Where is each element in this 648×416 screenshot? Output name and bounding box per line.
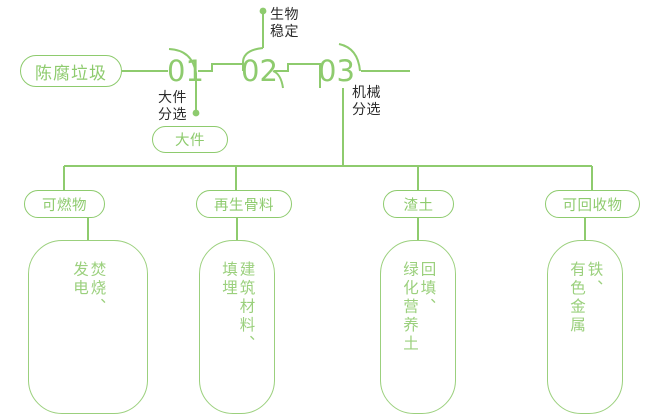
step-number-02[interactable]: 02	[241, 54, 278, 88]
outcome-box-slag-soil-col-1: 回填、	[418, 261, 437, 317]
step-annotation-02: 生物 稳定	[270, 7, 299, 41]
outcome-box-slag-soil[interactable]: 回填、 绿化营养土	[380, 240, 456, 414]
branch-pill-recycled-aggregate[interactable]: 再生骨料	[196, 190, 292, 218]
node-bulky-output-label: 大件	[175, 133, 205, 149]
branch-pill-recyclables[interactable]: 可回收物	[545, 190, 640, 218]
branch-pill-recycled-aggregate-label: 再生骨料	[214, 197, 274, 214]
outcome-box-combustibles-col-2: 发电	[71, 261, 89, 298]
line-step02-to-step03	[274, 63, 321, 72]
node-source[interactable]: 陈腐垃圾	[20, 55, 122, 87]
outcome-box-combustibles-col-1: 焚烧、	[88, 261, 107, 317]
step-annotation-03: 机械 分选	[352, 85, 381, 119]
step-number-01[interactable]: 01	[167, 54, 204, 88]
outcome-box-slag-soil-col-2: 绿化营养土	[401, 261, 419, 354]
branch-pill-combustibles[interactable]: 可燃物	[24, 190, 105, 218]
node-bulky-output[interactable]: 大件	[152, 126, 228, 153]
branch-pill-slag-soil-label: 渣土	[403, 197, 434, 214]
branch-pill-slag-soil[interactable]: 渣土	[383, 190, 454, 218]
outcome-box-recycled-aggregate[interactable]: 建筑材料、 填埋	[199, 240, 275, 414]
outcome-box-combustibles[interactable]: 焚烧、 发电	[28, 240, 148, 414]
outcome-box-recycled-aggregate-col-1: 建筑材料、	[237, 261, 256, 354]
branch-pill-combustibles-label: 可燃物	[42, 197, 87, 214]
line-step01-to-step02	[198, 63, 244, 72]
dot-bio-connector	[259, 7, 267, 15]
outcome-box-recyclables-col-2: 有色金属	[568, 261, 586, 335]
step-number-03[interactable]: 03	[318, 54, 355, 88]
outcome-box-recycled-aggregate-col-2: 填埋	[220, 261, 238, 298]
outcome-box-recyclables[interactable]: 铁、 有色金属	[547, 240, 623, 414]
node-source-label: 陈腐垃圾	[35, 63, 107, 84]
branch-pill-recyclables-label: 可回收物	[562, 197, 623, 214]
outcome-box-recyclables-col-1: 铁、	[585, 261, 604, 298]
step-annotation-01: 大件 分选	[158, 90, 187, 124]
dot-bulky-connector	[192, 109, 200, 117]
